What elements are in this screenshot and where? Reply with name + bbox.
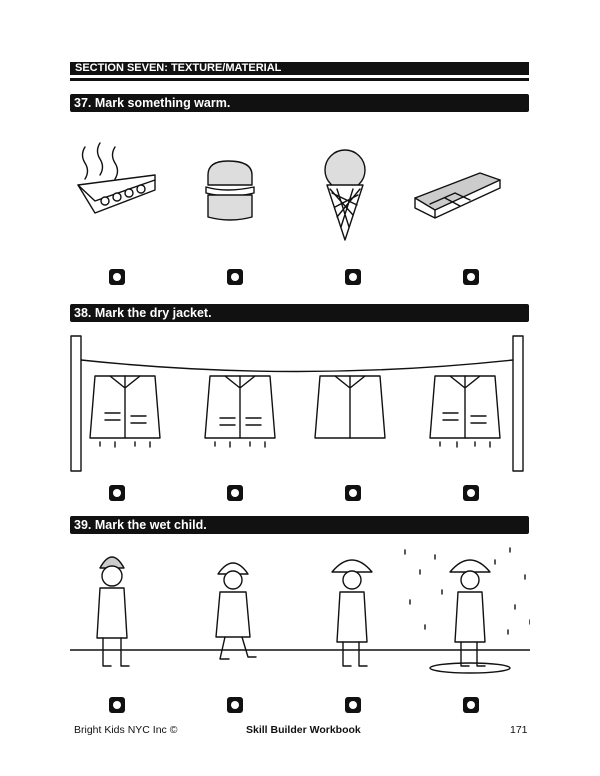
answer-bubble-38-c[interactable] <box>345 485 361 501</box>
answer-bubble-37-b[interactable] <box>227 269 243 285</box>
answer-bubble-37-c[interactable] <box>345 269 361 285</box>
footer-publisher: Bright Kids NYC Inc © <box>74 724 178 736</box>
sandwich-image <box>205 160 255 221</box>
clothesline-jackets-image <box>70 335 524 472</box>
question-39-title: 39. Mark the wet child. <box>70 516 529 534</box>
section-divider <box>70 78 529 81</box>
answer-bubble-39-d[interactable] <box>463 697 479 713</box>
question-38-title: 38. Mark the dry jacket. <box>70 304 529 322</box>
question-37-title: 37. Mark something warm. <box>70 94 529 112</box>
answer-bubble-39-b[interactable] <box>227 697 243 713</box>
child-sun-hat <box>331 559 373 667</box>
footer-workbook-title: Skill Builder Workbook <box>246 724 361 736</box>
answer-bubble-37-a[interactable] <box>109 269 125 285</box>
jacket-wet-1 <box>89 375 161 448</box>
jacket-wet-2 <box>204 375 276 448</box>
page-number: 171 <box>510 724 528 736</box>
chocolate-bar-image <box>414 172 501 219</box>
jacket-wet-3 <box>429 375 501 448</box>
child-in-rain <box>404 547 530 674</box>
answer-bubble-39-a[interactable] <box>109 697 125 713</box>
answer-bubble-37-d[interactable] <box>463 269 479 285</box>
children-image <box>70 547 530 674</box>
child-winter-hat <box>96 556 130 667</box>
answer-bubble-38-d[interactable] <box>463 485 479 501</box>
answer-bubble-38-b[interactable] <box>227 485 243 501</box>
hot-pie-image <box>77 142 156 214</box>
answer-bubble-38-a[interactable] <box>109 485 125 501</box>
ice-cream-cone-image <box>324 149 366 241</box>
jacket-dry <box>314 375 386 439</box>
section-title: SECTION SEVEN: TEXTURE/MATERIAL <box>70 62 529 75</box>
answer-bubble-39-c[interactable] <box>345 697 361 713</box>
child-jumping <box>215 562 257 660</box>
